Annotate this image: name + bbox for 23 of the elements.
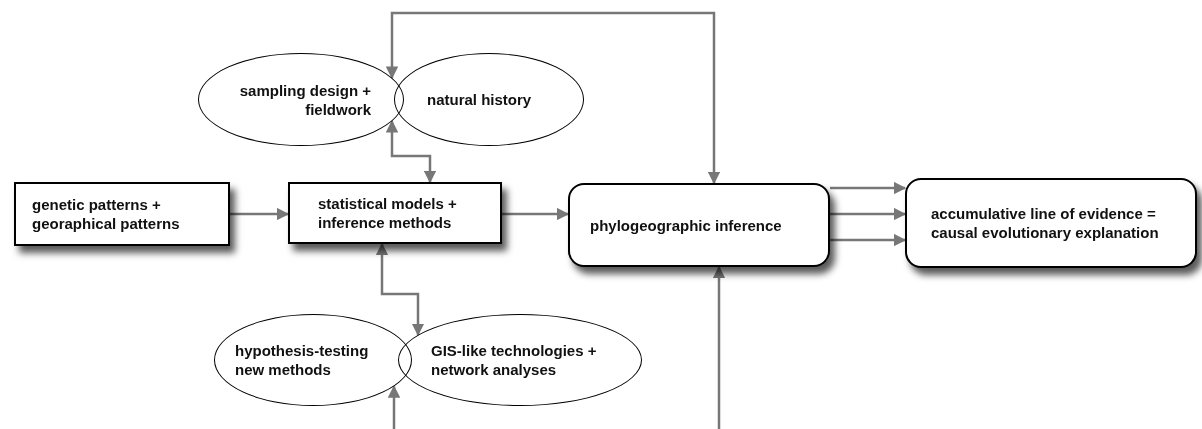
node-label: statistical models + inference methods — [318, 194, 458, 232]
arrow — [385, 120, 437, 184]
arrow — [712, 265, 726, 429]
arrow — [502, 207, 570, 221]
node-label: genetic patterns + georaphical patterns — [32, 195, 181, 233]
node-label: GIS-like technologies + network analyses — [431, 341, 598, 379]
process-box — [14, 182, 230, 246]
node-label: hypothesis-testing new methods — [235, 341, 370, 379]
node-label: sampling design + fieldwork — [238, 80, 371, 119]
rounded-box — [905, 178, 1197, 268]
arrow — [385, 11, 721, 185]
arrow — [830, 207, 907, 221]
arrow — [387, 385, 401, 429]
process-box — [288, 182, 502, 244]
arrow — [375, 242, 425, 336]
node-label: accumulative line of evidence = causal evolutionary explanation — [931, 204, 1160, 242]
node-label: phylogeographic inference — [590, 215, 782, 235]
rounded-box — [568, 183, 830, 267]
arrow — [830, 233, 907, 247]
ellipse-node — [394, 53, 584, 146]
arrow — [230, 207, 290, 221]
node-label: natural history — [427, 90, 532, 109]
arrow — [830, 181, 907, 195]
